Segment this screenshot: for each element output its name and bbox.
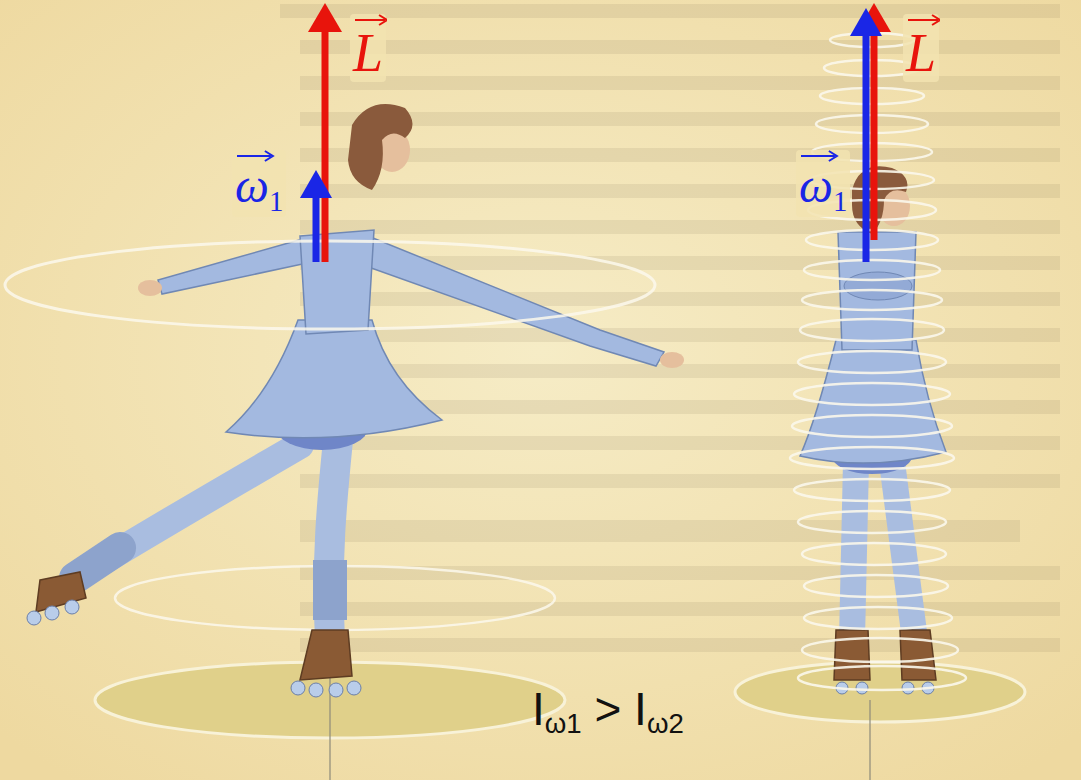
- vector-shaft: [871, 28, 878, 240]
- skate-wheel: [27, 611, 41, 625]
- vector-arrow-head: [829, 151, 837, 161]
- skater-closed: [735, 33, 1025, 780]
- leg-warmer: [75, 548, 120, 578]
- vector-shaft: [322, 28, 329, 262]
- skater-open: [5, 104, 684, 780]
- faded-line: [300, 292, 1060, 306]
- angular-velocity-vector: [850, 8, 882, 262]
- vector-head: [300, 170, 332, 198]
- spiral-turn: [800, 319, 944, 341]
- faded-line: [300, 328, 1060, 342]
- vector-arrow-mark: [232, 150, 287, 162]
- spiral-turn: [802, 543, 946, 565]
- faded-line: [300, 364, 1060, 378]
- faded-line: [300, 40, 1060, 54]
- skate-wheel: [856, 682, 868, 694]
- vector-arrow-shaft: [908, 19, 938, 21]
- floor-shadow: [735, 662, 1025, 722]
- faded-line: [300, 436, 1060, 450]
- vector-arrow-shaft: [237, 155, 271, 157]
- faded-line: [300, 184, 1060, 198]
- leg: [852, 462, 856, 640]
- faded-line: [300, 76, 1060, 90]
- vector-arrow-mark: [350, 14, 387, 26]
- spiral-turn: [798, 511, 946, 533]
- vector-arrow-head: [265, 151, 273, 161]
- vector-head: [308, 3, 342, 32]
- vector-arrow-mark: [796, 150, 851, 162]
- spiral-turn: [798, 351, 946, 373]
- skate-boot: [300, 630, 352, 680]
- angular-velocity-vector: [300, 170, 332, 262]
- spiral-turn: [790, 447, 954, 469]
- skate-wheel: [329, 683, 343, 697]
- vector-arrow-head: [932, 15, 940, 25]
- angular-momentum-vector: [308, 3, 342, 262]
- momentum-symbol: L: [903, 14, 939, 82]
- spiral-turn: [804, 575, 948, 597]
- leg: [892, 462, 915, 640]
- faded-line: [300, 220, 1060, 234]
- faded-line: [300, 638, 1060, 652]
- standing-leg: [329, 440, 338, 640]
- rotation-axis: [869, 700, 870, 780]
- angular-velocity-symbol: ω1: [232, 150, 286, 217]
- vector-arrow-head: [379, 15, 387, 25]
- faded-line: [280, 4, 1060, 18]
- vector-shaft: [313, 196, 320, 262]
- vector-head: [850, 8, 882, 36]
- spiral-turn: [794, 479, 950, 501]
- folded-arms: [844, 272, 912, 300]
- leg-warmer: [313, 560, 347, 620]
- skate-wheel: [65, 600, 79, 614]
- skate-wheel: [309, 683, 323, 697]
- spiral-turn: [798, 666, 966, 690]
- vector-arrow-shaft: [801, 155, 835, 157]
- spiral-turn: [802, 290, 942, 310]
- inertia-comparison: Iω1 > Iω2: [528, 684, 688, 740]
- spiral-turn: [804, 607, 952, 629]
- angular-velocity-symbol: ω1: [796, 150, 850, 217]
- hair: [348, 104, 413, 190]
- spin-spiral: [790, 33, 966, 690]
- spiral-turn: [794, 383, 950, 405]
- torso: [300, 230, 374, 334]
- spiral-turn: [804, 260, 940, 280]
- arm: [360, 236, 664, 366]
- momentum-symbol: L: [350, 14, 386, 82]
- skirt: [226, 320, 442, 438]
- faded-line: [300, 148, 1060, 162]
- skate-wheel: [45, 606, 59, 620]
- hand: [660, 352, 684, 368]
- back-leg: [75, 445, 300, 578]
- skate-wheel: [291, 681, 305, 695]
- motion-ring: [5, 241, 655, 329]
- faded-line: [300, 112, 1060, 126]
- spiral-turn: [792, 415, 952, 437]
- skate-wheel: [347, 681, 361, 695]
- hand: [138, 280, 162, 296]
- angular-momentum-vector: [857, 3, 891, 240]
- vector-shaft: [863, 34, 870, 262]
- vector-arrow-mark: [903, 14, 940, 26]
- vector-arrow-shaft: [355, 19, 385, 21]
- spiral-turn: [802, 638, 958, 662]
